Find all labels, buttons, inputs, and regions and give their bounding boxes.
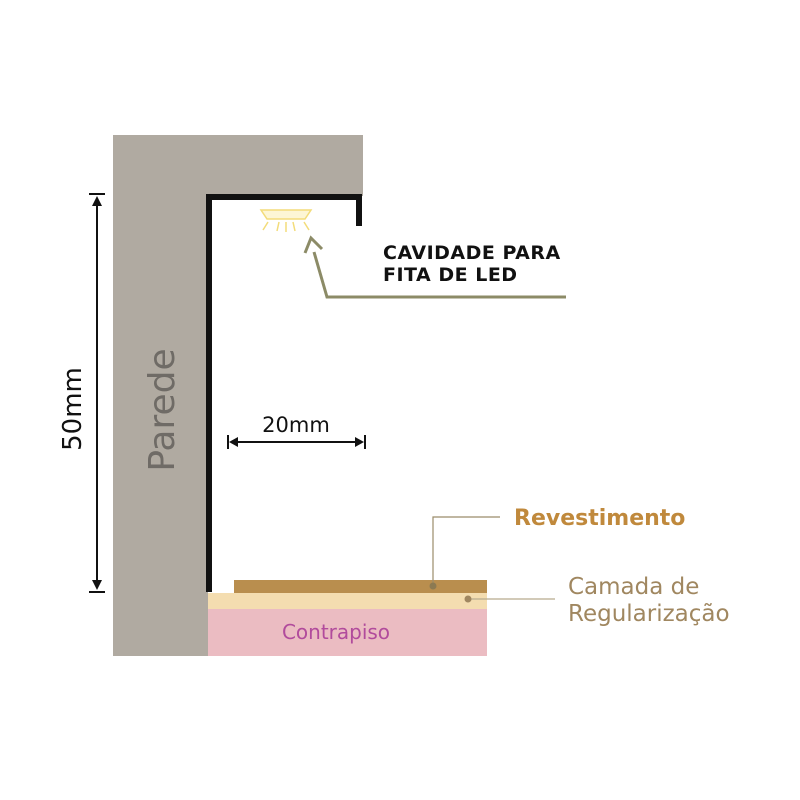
leveling-label-line2: Regularização: [568, 601, 730, 627]
finish-label: Revestimento: [514, 506, 685, 531]
subfloor-label: Contrapiso: [282, 620, 390, 644]
finish-leader: [429, 516, 500, 590]
led-strip-icon: [259, 209, 313, 232]
aluminum-profile: [206, 194, 362, 592]
cavity-pointer-arrow: [303, 235, 566, 299]
width-dimension-label: 20mm: [262, 413, 330, 437]
cavity-label-line1: CAVIDADE PARA: [383, 242, 561, 264]
height-dimension-label: 50mm: [58, 367, 88, 451]
finish-layer: [234, 580, 487, 593]
leveling-leader: [464, 595, 555, 603]
wall-label: Parede: [142, 348, 183, 471]
height-dimension-line: [89, 193, 105, 593]
leveling-label-line1: Camada de: [568, 574, 699, 600]
wall: [113, 135, 363, 656]
leveling-layer: [208, 593, 487, 609]
cavity-label-line2: FITA DE LED: [383, 264, 518, 286]
width-dimension-line: [227, 435, 366, 449]
subfloor-layer: [208, 609, 487, 656]
